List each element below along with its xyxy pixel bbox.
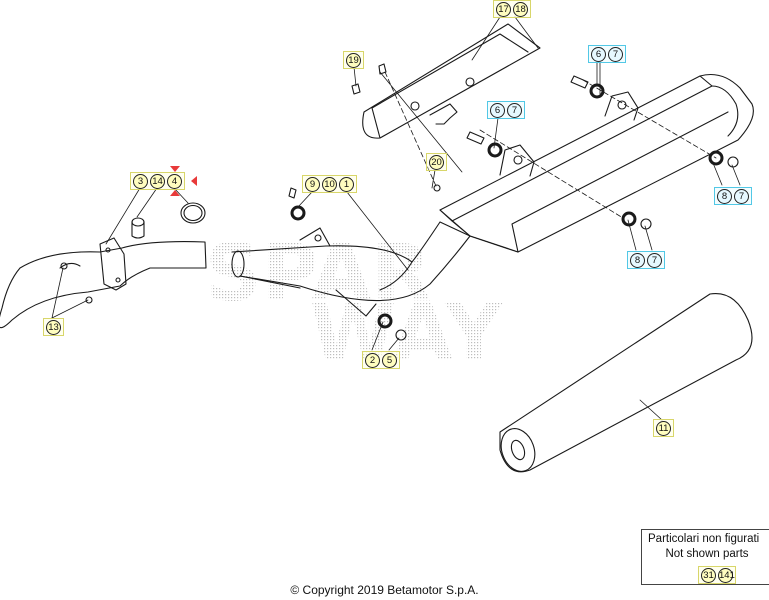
callout-17-18[interactable]: 17 18 <box>493 0 531 18</box>
part-number: 10 <box>322 176 337 192</box>
part-number: 17 <box>496 1 511 17</box>
part-number: 6 <box>591 46 606 62</box>
legend-title-english: Not shown parts <box>665 548 749 560</box>
callout-9-10-1[interactable]: 9 10 1 <box>302 175 357 193</box>
part-number: 7 <box>647 252 662 268</box>
callout-3-14-4[interactable]: 3 14 4 <box>130 172 185 190</box>
copyright-notice: © Copyright 2019 Betamotor S.p.A. <box>290 583 479 597</box>
legend-title-italian: Particolari non figurati <box>648 533 760 545</box>
part-number: 7 <box>608 46 623 62</box>
part-number: 13 <box>46 319 61 335</box>
part-number: 31 <box>701 567 716 583</box>
part-number: 3 <box>133 173 148 189</box>
part-number: 9 <box>305 176 320 192</box>
mid-pipe <box>231 221 471 317</box>
muffler <box>439 73 754 253</box>
hardware <box>60 63 739 341</box>
part-number: 20 <box>429 154 444 170</box>
callout-6-7-top[interactable]: 6 7 <box>588 45 626 63</box>
callout-13[interactable]: 13 <box>43 318 64 336</box>
callout-6-7-mid[interactable]: 6 7 <box>487 101 525 119</box>
part-number: 6 <box>490 102 505 118</box>
part-number: 1 <box>339 176 354 192</box>
callout-2-5[interactable]: 2 5 <box>362 351 400 369</box>
callout-19[interactable]: 19 <box>343 51 364 69</box>
part-number: 7 <box>507 102 522 118</box>
heat-shield <box>362 23 541 139</box>
part-number: 18 <box>513 1 528 17</box>
part-number: 8 <box>717 188 732 204</box>
watermark: SPAR WAY <box>205 229 503 379</box>
watermark-text-bottom: WAY <box>310 289 503 379</box>
part-number: 7 <box>734 188 749 204</box>
callout-8-7-right[interactable]: 8 7 <box>714 187 752 205</box>
silencer-wrap <box>499 292 753 473</box>
watermark-text-top: SPAR <box>205 229 432 319</box>
part-number: 141 <box>718 567 735 583</box>
part-number: 11 <box>656 420 671 436</box>
part-number: 14 <box>150 173 165 189</box>
part-number: 19 <box>346 52 361 68</box>
callout-11[interactable]: 11 <box>653 419 674 437</box>
part-number: 2 <box>365 352 380 368</box>
part-number: 8 <box>630 252 645 268</box>
not-shown-parts-legend: Particolari non figurati Not shown parts… <box>641 529 769 585</box>
callout-8-7-lower[interactable]: 8 7 <box>627 251 665 269</box>
callout-20[interactable]: 20 <box>426 153 447 171</box>
callout-31-141[interactable]: 31 141 <box>698 566 736 584</box>
part-number: 5 <box>382 352 397 368</box>
part-number: 4 <box>167 173 182 189</box>
header-pipe <box>0 237 207 329</box>
